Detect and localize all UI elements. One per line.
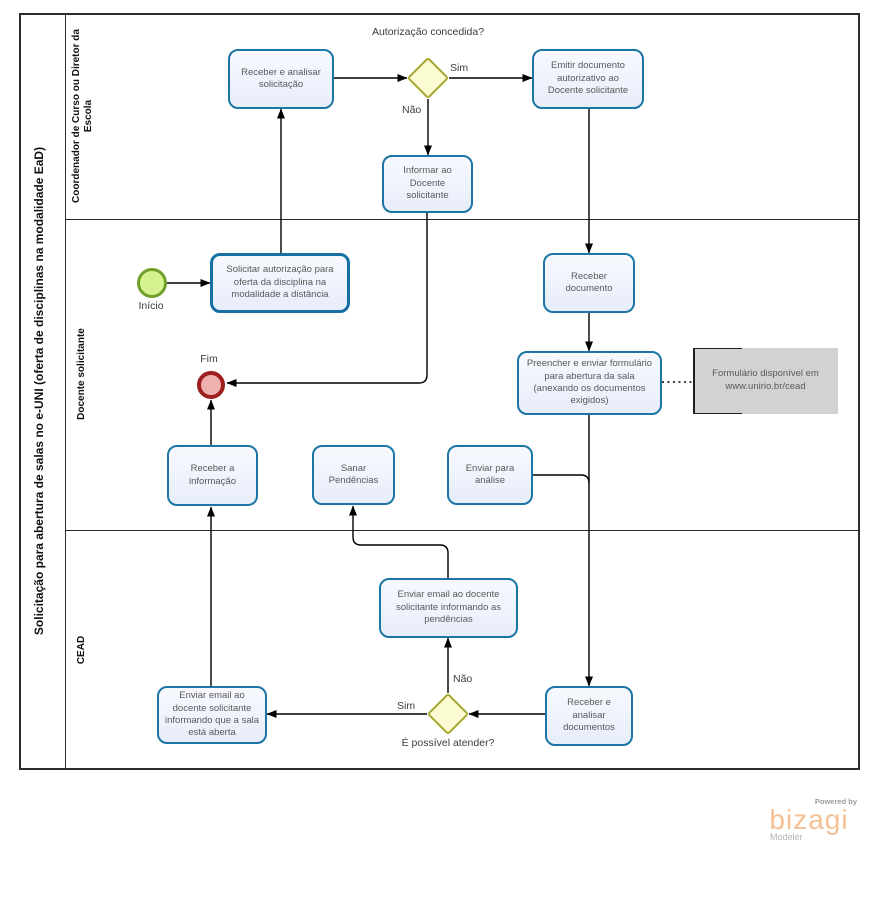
powered-by-text: Powered by xyxy=(814,797,857,806)
annotation-bracket xyxy=(693,348,742,414)
flow-email-pendencias-to-sanar xyxy=(349,505,449,578)
task-receber-e-analisar-solicitacao[interactable]: Receber e analisar solicitação xyxy=(228,49,334,109)
label-nao-autorizacao: Não xyxy=(402,104,422,116)
task-enviar-email-pendencias[interactable]: Enviar email ao docente solicitante info… xyxy=(379,578,518,638)
pool-title-divider xyxy=(65,13,66,770)
task-preencher-enviar-formulario[interactable]: Preencher e enviar formulário para abert… xyxy=(517,351,662,415)
annotation-formulario[interactable]: Formulário disponível em www.unirio.br/c… xyxy=(693,348,838,414)
task-enviar-email-sala-aberta[interactable]: Enviar email ao docente solicitante info… xyxy=(157,686,267,744)
gateway-atender-question: É possível atender? xyxy=(401,737,495,749)
task-informar-ao-docente[interactable]: Informar ao Docente solicitante xyxy=(382,155,473,213)
start-event[interactable] xyxy=(137,268,167,298)
task-enviar-para-analise[interactable]: Enviar para análise xyxy=(447,445,533,505)
label-sim-atender: Sim xyxy=(397,700,416,712)
end-event[interactable] xyxy=(197,371,225,399)
pool-border xyxy=(19,13,860,770)
label-sim-autorizacao: Sim xyxy=(450,62,469,74)
bizagi-watermark: Powered by bizagi Modeler xyxy=(758,797,860,842)
modeler-text: Modeler xyxy=(770,832,803,842)
flow-informar-to-fim xyxy=(226,213,428,387)
lane-divider-2 xyxy=(65,530,860,531)
task-receber-documento[interactable]: Receber documento xyxy=(543,253,635,313)
end-event-label: Fim xyxy=(200,353,218,365)
task-solicitar-autorizacao[interactable]: Solicitar autorização para oferta da dis… xyxy=(210,253,350,313)
flow-enviar-analise-merge xyxy=(533,474,590,484)
task-sanar-pendencias[interactable]: Sanar Pendências xyxy=(312,445,395,505)
task-receber-a-informacao[interactable]: Receber a informação xyxy=(167,445,258,506)
label-nao-atender: Não xyxy=(453,673,473,685)
gateway-autorizacao-question: Autorização concedida? xyxy=(371,26,485,38)
task-receber-e-analisar-documentos[interactable]: Receber e analisar documentos xyxy=(545,686,633,746)
task-emitir-documento-autorizativo[interactable]: Emitir documento autorizativo ao Docente… xyxy=(532,49,644,109)
start-event-label: Início xyxy=(138,300,164,312)
lane-divider-1 xyxy=(65,219,860,220)
bizagi-logo: bizagi xyxy=(769,804,849,835)
